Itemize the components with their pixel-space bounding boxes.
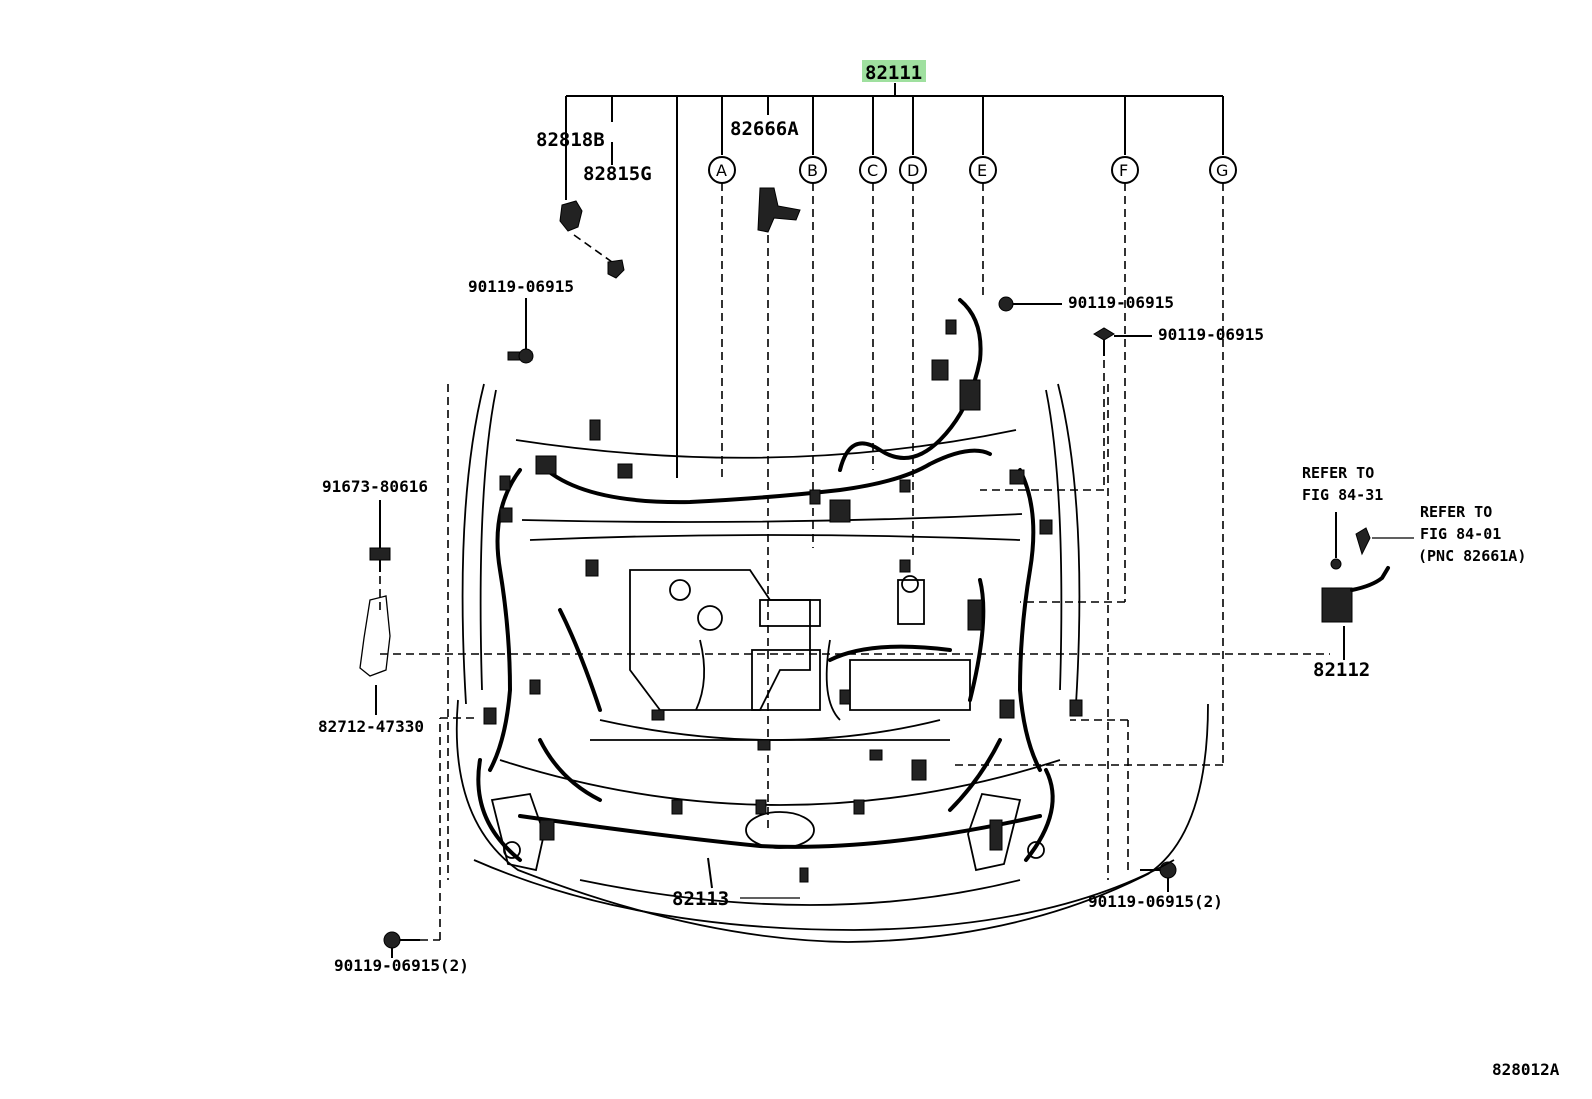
- callout-c[interactable]: C: [859, 156, 887, 184]
- engine-bay-drawing: [447, 298, 1209, 943]
- part-labels: 82818B 82815G 82666A 90119-06915 90119-0…: [318, 118, 1370, 975]
- part-bolt-top-right-2[interactable]: 90119-06915: [1158, 325, 1264, 344]
- part-bolt-bottom-left[interactable]: 90119-06915(2): [334, 956, 469, 975]
- bolt-bottom-right-icon: [1070, 719, 1177, 892]
- bolt-bottom-left-icon: [383, 717, 478, 958]
- svg-text:B: B: [807, 161, 818, 180]
- part-82815g[interactable]: 82815G: [583, 163, 652, 185]
- refer-84-01-line1[interactable]: REFER TO: [1420, 503, 1492, 521]
- clip-82818b-icon: [559, 200, 613, 263]
- part-82666a[interactable]: 82666A: [730, 118, 799, 140]
- figure-id: 828012A: [1492, 1060, 1560, 1079]
- refer-notes: REFER TO FIG 84-31 REFER TO FIG 84-01 (P…: [1302, 464, 1526, 565]
- callout-e[interactable]: E: [969, 156, 997, 184]
- refer-84-01-line2[interactable]: FIG 84-01: [1420, 525, 1501, 543]
- refer-84-31-line1[interactable]: REFER TO: [1302, 464, 1374, 482]
- callout-b[interactable]: B: [799, 156, 827, 184]
- callout-circles: A B C D E F G: [708, 156, 1237, 184]
- part-82712[interactable]: 82712-47330: [318, 717, 424, 736]
- svg-text:E: E: [977, 161, 987, 180]
- callout-f[interactable]: F: [1111, 156, 1139, 184]
- bolt-top-right-2-icon: [980, 327, 1152, 491]
- bracket-82666a-icon: [757, 187, 801, 233]
- part-82818b[interactable]: 82818B: [536, 129, 605, 151]
- main-part-tree: 82111: [565, 60, 1224, 478]
- svg-text:G: G: [1216, 161, 1228, 180]
- part-82112[interactable]: 82112: [1313, 659, 1370, 681]
- part-bolt-top-left[interactable]: 90119-06915: [468, 277, 574, 296]
- svg-text:A: A: [716, 161, 727, 180]
- bolt-top-right-1-icon: [998, 296, 1062, 312]
- svg-text:C: C: [867, 161, 878, 180]
- part-bolt-bottom-right[interactable]: 90119-06915(2): [1088, 892, 1223, 911]
- callout-d[interactable]: D: [899, 156, 927, 184]
- svg-text:D: D: [907, 161, 919, 180]
- clip-82815g-icon: [607, 259, 625, 279]
- sensor-82112-icon: [380, 512, 1414, 660]
- callout-a[interactable]: A: [708, 156, 736, 184]
- bolt-top-left-icon: [507, 298, 534, 364]
- callout-leaders: [721, 183, 1224, 830]
- refer-84-01-line3[interactable]: (PNC 82661A): [1418, 547, 1526, 565]
- part-bolt-top-right-1[interactable]: 90119-06915: [1068, 293, 1174, 312]
- refer-84-31-line2[interactable]: FIG 84-31: [1302, 486, 1383, 504]
- main-part-number[interactable]: 82111: [865, 62, 922, 84]
- main-part-highlight: [862, 60, 926, 82]
- part-icons: [359, 187, 1414, 958]
- bracket-82712-icon: [359, 595, 391, 715]
- bolt-91673-icon: [369, 500, 391, 610]
- part-91673[interactable]: 91673-80616: [322, 477, 428, 496]
- svg-text:F: F: [1119, 161, 1128, 180]
- callout-g[interactable]: G: [1209, 156, 1237, 184]
